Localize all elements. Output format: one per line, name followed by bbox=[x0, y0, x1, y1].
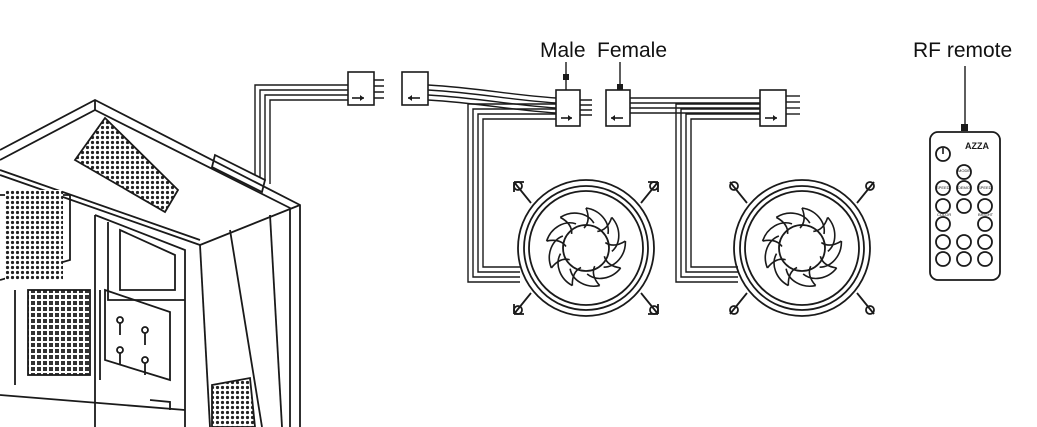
power-icon bbox=[935, 146, 951, 162]
cables bbox=[254, 84, 800, 283]
male-connector-label: Male bbox=[540, 39, 586, 62]
remote-mode-label: MODE bbox=[958, 168, 970, 173]
connector-fan2-male bbox=[759, 89, 787, 127]
pc-case bbox=[0, 98, 301, 427]
remote-speed-right-label: SPEED bbox=[978, 185, 992, 190]
connector-male-hub bbox=[555, 62, 592, 127]
remote-bright-label: BRIGHT bbox=[978, 212, 994, 217]
arrow-left-icon bbox=[611, 115, 623, 121]
remote-demo-label: DEMO bbox=[958, 185, 970, 190]
remote-color-label: COLOR bbox=[937, 212, 951, 217]
fan-icon bbox=[513, 179, 659, 317]
arrow-right-icon bbox=[352, 95, 364, 101]
rf-remote bbox=[929, 66, 1001, 281]
remote-speed-left-label: SPEED bbox=[936, 185, 950, 190]
connector-female-hub bbox=[605, 62, 631, 127]
arrow-left-icon bbox=[408, 95, 420, 101]
arrow-right-icon bbox=[561, 115, 572, 121]
remote-brand: AZZA bbox=[965, 141, 989, 151]
fan-icon bbox=[729, 179, 875, 317]
connector-cable-female bbox=[401, 71, 429, 106]
female-connector-label: Female bbox=[597, 39, 668, 62]
arrow-right-icon bbox=[765, 115, 777, 121]
connector-case-male bbox=[347, 71, 384, 106]
rf-remote-label: RF remote bbox=[913, 39, 1013, 62]
